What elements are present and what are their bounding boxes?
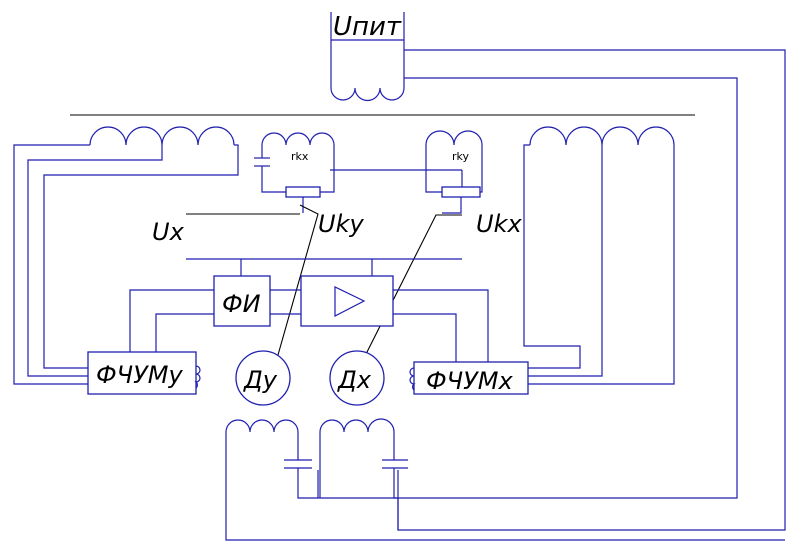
supply-wire-inner [317,77,738,499]
fchum-x-coil [409,367,416,391]
bottom-tank-left [225,419,785,541]
supply-winding [330,12,405,102]
sensor-y-circle [235,350,291,406]
ux-label: Ux [152,218,185,246]
sensor-x-circle [329,350,385,406]
rkx-network [254,132,462,213]
sensor-y-label: Ду [243,366,278,394]
fchum-y-coil [194,365,201,389]
fchum-x-block [413,361,529,395]
fchum-x-label: ФЧУМх [426,367,513,395]
ukx-label: Ukx [476,210,522,238]
fchum-y-block [87,351,197,395]
rky-label: rky [452,150,470,163]
amplifier-triangle-icon [334,286,366,317]
bottom-tank-right [319,418,408,530]
phase-detector-label: ФИ [222,290,261,318]
winding-y [13,126,239,385]
phase-detector-block [213,275,271,327]
amplifier-block [300,275,394,327]
uky-wire [275,204,319,363]
supply-label: Uпит [333,12,402,42]
rkx-label: rkx [291,150,309,163]
uky-label: Uky [318,210,364,238]
rky-network [425,130,483,214]
fchum-y-label: ФЧУМу [96,361,183,389]
winding-x [523,126,675,385]
sensor-x-label: Дх [337,366,372,394]
